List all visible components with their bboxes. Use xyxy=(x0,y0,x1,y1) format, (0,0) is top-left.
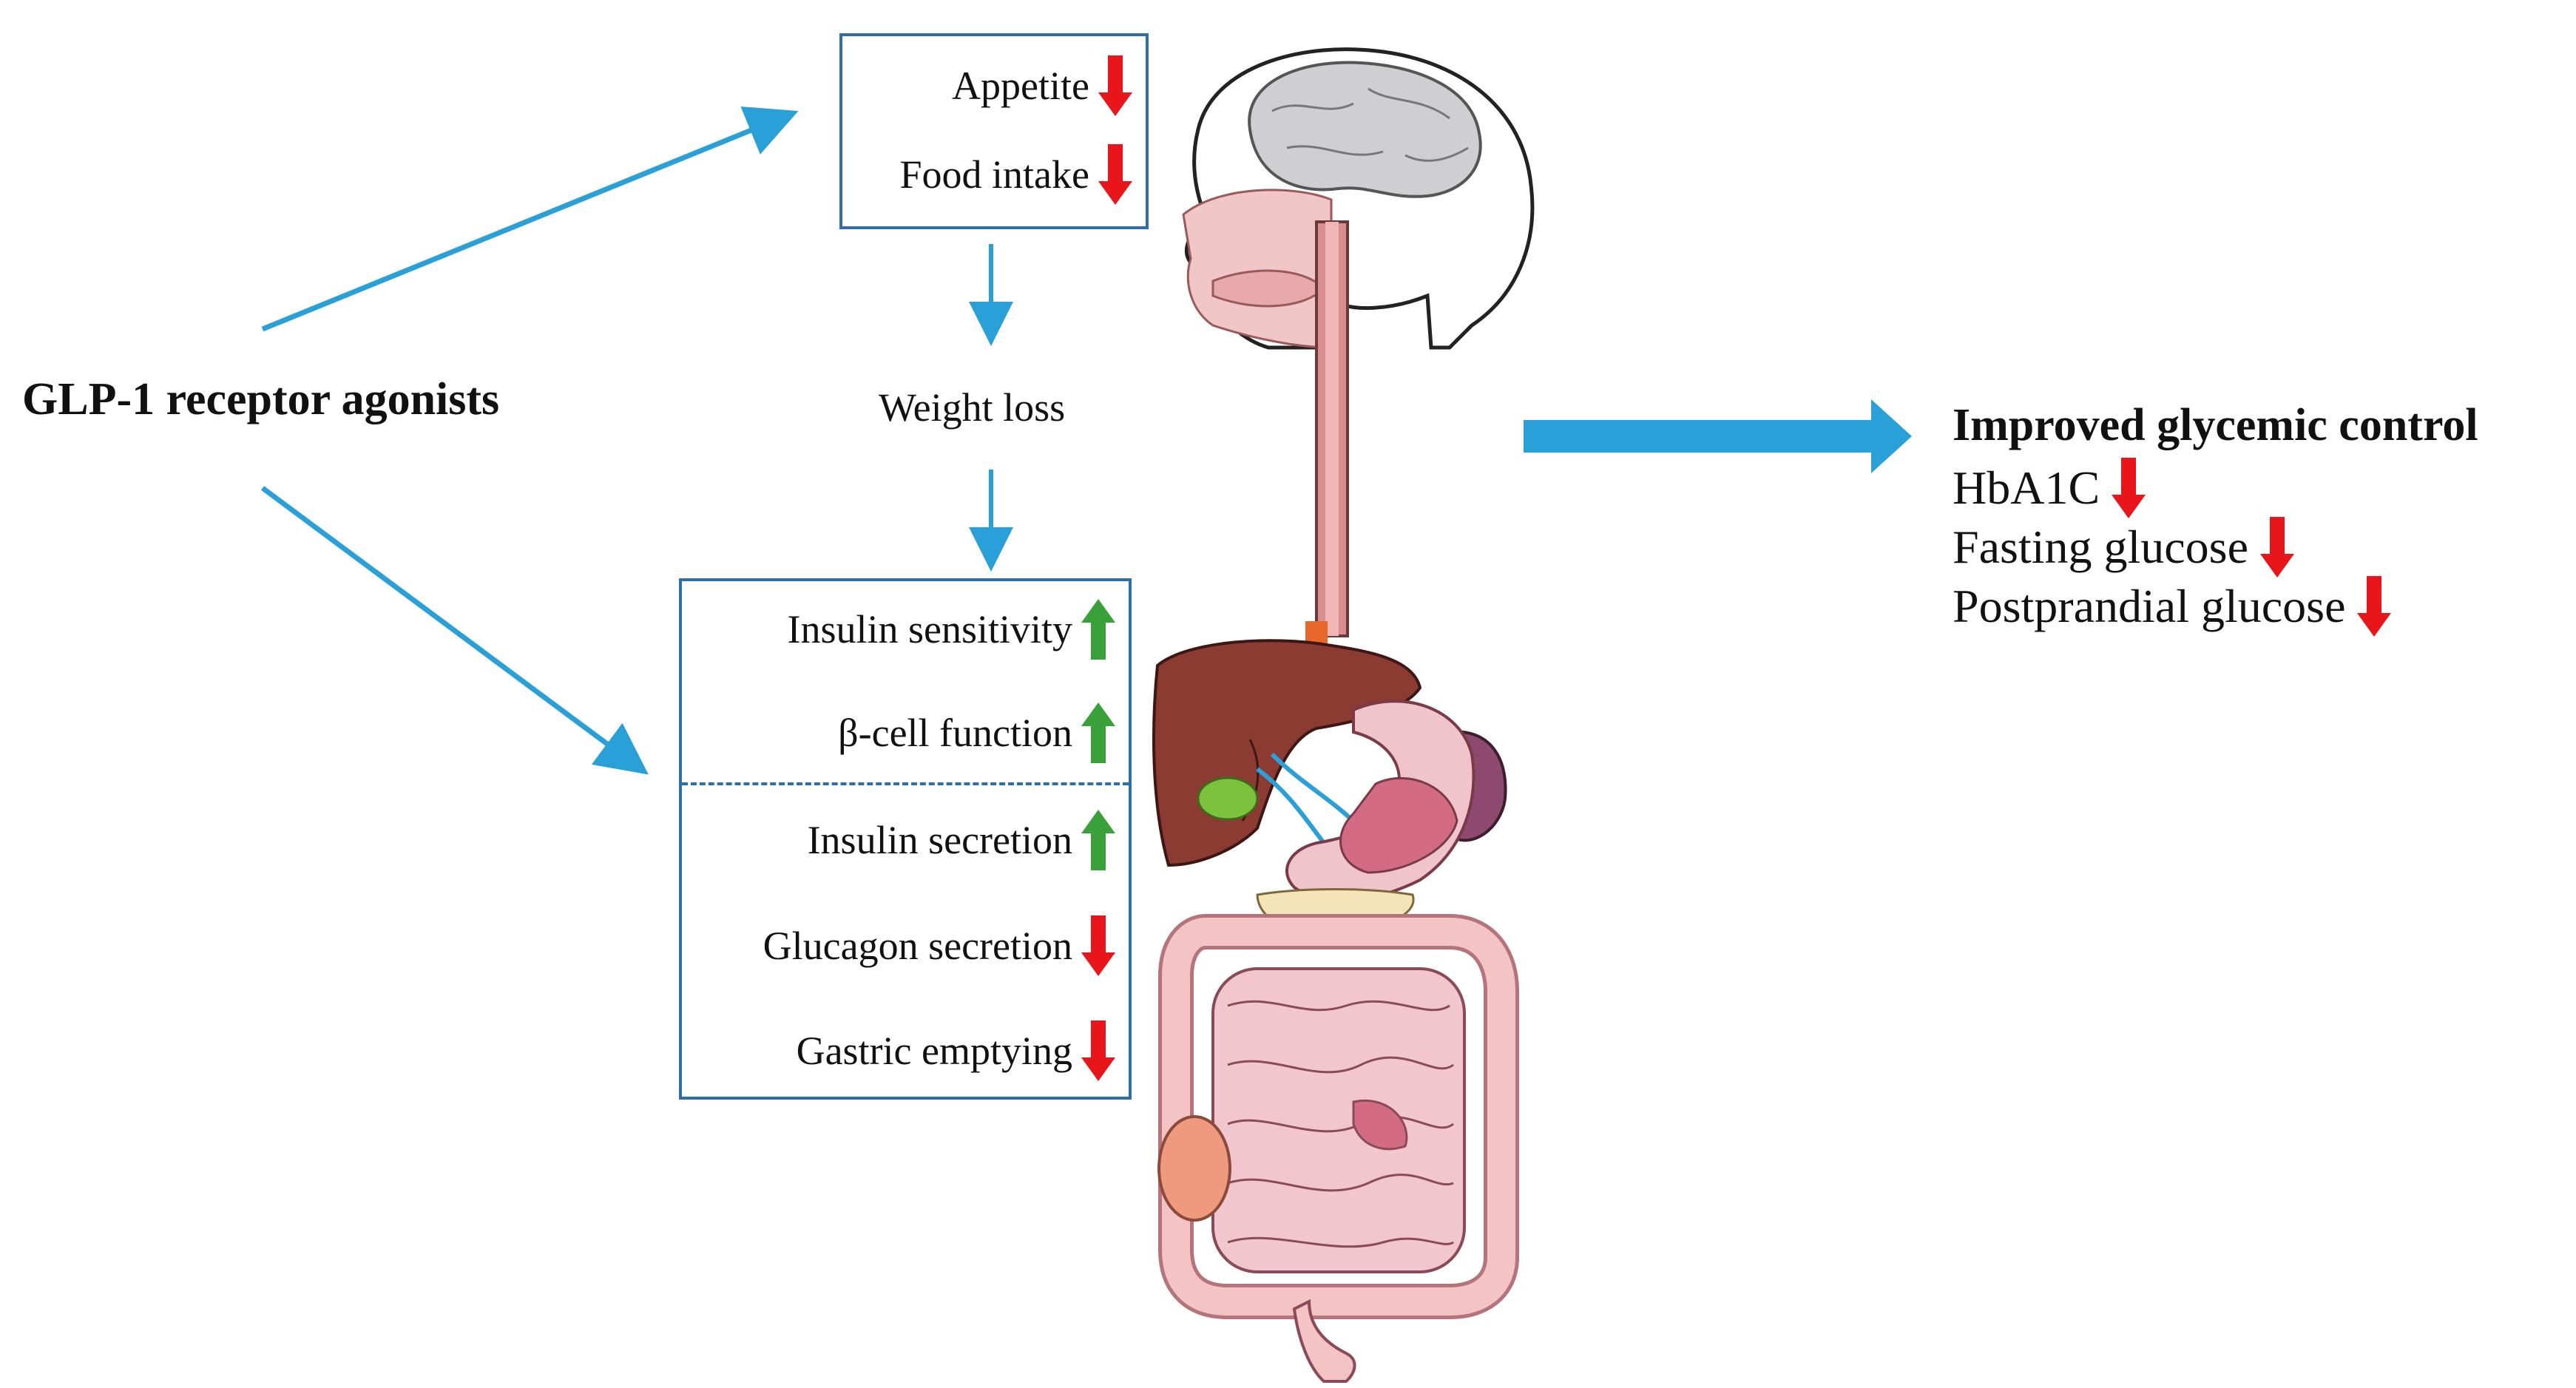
bottom-effects-box: Insulin sensitivity β-cell function Insu… xyxy=(679,578,1132,1100)
bottom-item-label: Insulin sensitivity xyxy=(787,607,1072,651)
box-divider xyxy=(682,782,1129,785)
bottom-item-label: Gastric emptying xyxy=(796,1029,1072,1073)
bottom-item-label: β-cell function xyxy=(838,711,1072,755)
top-effects-box: Appetite Food intake xyxy=(839,33,1149,229)
bottom-item-label: Glucagon secretion xyxy=(763,924,1072,968)
agonist-label: GLP-1 receptor agonists xyxy=(22,374,500,424)
bottom-item-gastric-emptying: Gastric emptying xyxy=(797,1018,1115,1084)
arrow-agonist-to-top-box xyxy=(261,106,799,332)
outcome-item-postprandial-glucose: Postprandial glucose xyxy=(1953,576,2392,637)
arrow-agonist-to-bottom-box xyxy=(260,486,649,775)
up-arrow-icon xyxy=(1081,703,1115,763)
down-arrow-icon xyxy=(2357,576,2392,637)
bottom-item-insulin-secretion: Insulin secretion xyxy=(808,807,1115,873)
down-arrow-icon xyxy=(1098,144,1132,205)
bottom-item-insulin-sensitivity: Insulin sensitivity xyxy=(787,596,1115,663)
down-arrow-icon xyxy=(2259,517,2294,578)
outcome-item-label: Postprandial glucose xyxy=(1953,580,2346,632)
top-item-label: Appetite xyxy=(952,64,1089,108)
top-item-appetite: Appetite xyxy=(952,53,1132,119)
outcome-item-hba1c: HbA1C xyxy=(1953,458,2146,518)
bottom-item-beta-cell-function: β-cell function xyxy=(838,700,1115,766)
down-arrow-icon xyxy=(1081,915,1115,976)
outcome-item-fasting-glucose: Fasting glucose xyxy=(1953,517,2294,578)
top-item-label: Food intake xyxy=(899,152,1089,197)
outcome-item-label: HbA1C xyxy=(1953,461,2100,514)
up-arrow-icon xyxy=(1081,599,1115,660)
bottom-item-glucagon-secretion: Glucagon secretion xyxy=(763,913,1115,979)
top-item-food-intake: Food intake xyxy=(900,141,1132,208)
outcome-arrow xyxy=(1524,399,1912,473)
anatomy-illustration xyxy=(1152,47,1535,1383)
down-arrow-icon xyxy=(1081,1020,1115,1081)
up-arrow-icon xyxy=(1081,810,1115,870)
down-arrow-icon xyxy=(2112,458,2146,518)
outcome-title: Improved glycemic control xyxy=(1953,400,2478,450)
outcome-item-label: Fasting glucose xyxy=(1953,521,2248,573)
down-arrow-icon xyxy=(1098,55,1132,116)
bottom-item-label: Insulin secretion xyxy=(807,818,1072,862)
weight-loss-label: Weight loss xyxy=(879,385,1066,430)
